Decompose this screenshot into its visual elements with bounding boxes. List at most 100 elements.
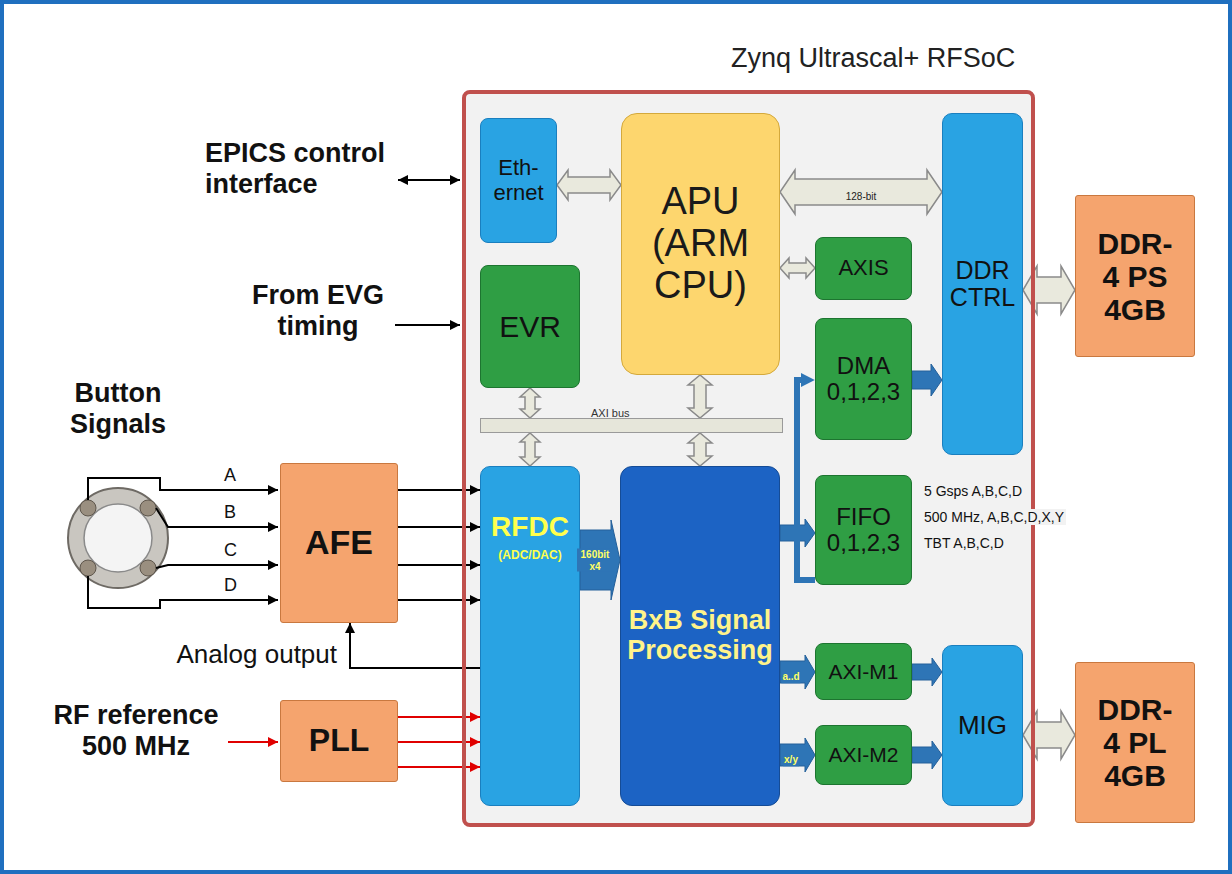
data-arrow — [912, 364, 942, 396]
bus-arrow — [780, 170, 942, 214]
connector-line — [350, 623, 480, 668]
node-title: AFE — [305, 524, 373, 561]
timing-note: From EVG timing — [243, 280, 393, 342]
block-arrow-shape — [912, 658, 942, 686]
block-arrow-shape — [520, 388, 540, 418]
block-arrow-shape — [780, 738, 815, 772]
node-title: AXI bus — [591, 407, 630, 419]
signal-wire — [156, 508, 278, 527]
stream-note: TBT A,B,C,D — [922, 535, 1006, 551]
block-arrow-shape — [557, 170, 621, 200]
converter-box: RFDC(ADC/DAC) — [480, 466, 580, 806]
edge-label: a..d — [781, 671, 800, 683]
node-title: DDR-4 PL 4GB — [1098, 693, 1173, 792]
edge-label: Analog output — [176, 640, 338, 670]
edge-label: 128-bit — [845, 191, 878, 203]
node-title: EVR — [499, 310, 561, 343]
node-title: MIG — [958, 711, 1007, 740]
signal-wire — [88, 478, 278, 500]
node-title: Eth- ernet — [493, 156, 543, 204]
bus-bar: AXI bus — [480, 418, 783, 433]
pickup-body — [68, 488, 168, 588]
data-arrow — [780, 655, 815, 689]
signal-arrow — [398, 565, 480, 566]
connector-line — [398, 741, 480, 743]
processing-box: BxB Signal Processing — [620, 466, 780, 806]
stream-note: 500 MHz, A,B,C,D,X,Y — [922, 509, 1066, 525]
connector-line — [398, 564, 480, 566]
bus-arrow — [520, 433, 540, 466]
reference-arrow — [228, 741, 278, 743]
data-arrow — [912, 658, 942, 686]
module-box: FIFO 0,1,2,3 — [815, 475, 912, 585]
signal-arrow — [398, 527, 480, 528]
signal-arrow — [350, 623, 480, 668]
signal-arrow — [398, 717, 480, 718]
module-box: AXI-M1 — [815, 643, 912, 700]
pickup-electrode — [80, 500, 96, 516]
stream-note: 5 Gsps A,B,C,D — [922, 483, 1024, 499]
signal-wire — [156, 565, 278, 568]
connector-line — [398, 489, 480, 491]
node-title: FIFO 0,1,2,3 — [827, 504, 900, 557]
block-arrow-shape — [1023, 711, 1075, 759]
block-arrow-shape — [688, 433, 712, 466]
connector-line — [398, 766, 480, 768]
connector-line — [398, 526, 480, 528]
timing-arrow — [395, 324, 460, 326]
bus-arrow — [1023, 266, 1075, 314]
block-arrow-shape — [912, 741, 942, 769]
bus-arrow — [1023, 711, 1075, 759]
signal-name: C — [224, 540, 237, 561]
data-arrow — [912, 741, 942, 769]
memory-box: DDR-4 PL 4GB — [1075, 662, 1195, 823]
signal-arrow — [398, 742, 480, 743]
module-box: AXI-M2 — [815, 725, 912, 785]
signal-arrow — [398, 767, 480, 768]
control-arrow — [398, 179, 460, 181]
signal-arrow — [398, 490, 480, 491]
part-name: Button Signals — [60, 378, 176, 440]
pickup-electrode — [140, 500, 156, 516]
signal-arrow — [398, 600, 480, 601]
data-arrow — [797, 380, 815, 580]
block-arrow-shape — [780, 655, 815, 689]
bus-arrow — [688, 433, 712, 466]
reference-note: RF reference 500 MHz — [48, 700, 224, 762]
connector-line — [797, 380, 815, 580]
signal-name: D — [224, 575, 237, 596]
node-title: DDR-4 PS 4GB — [1098, 227, 1173, 326]
processor-box: APU (ARM CPU) — [621, 113, 780, 375]
controller-box: MIG — [942, 645, 1023, 806]
node-title: DMA 0,1,2,3 — [827, 353, 900, 406]
node-title: BxB Signal Processing — [627, 606, 773, 665]
bus-arrow — [557, 170, 621, 200]
edge-label: x/y — [783, 754, 799, 766]
block-arrow-shape — [780, 170, 942, 214]
bus-arrow — [520, 388, 540, 418]
edge-label: 160bit x4 — [577, 549, 613, 572]
interface-note: EPICS control interface — [205, 138, 399, 200]
node-title: Zynq Ultrascal+ RFSoC — [731, 44, 1015, 74]
pickup-bore — [84, 504, 152, 572]
pickup-illustration — [68, 478, 278, 608]
node-title: AXI-M1 — [828, 660, 898, 683]
pickup-electrode — [80, 560, 96, 576]
node-title: RFDC — [491, 512, 569, 543]
data-arrow — [780, 738, 815, 772]
node-title: PLL — [309, 723, 369, 758]
controller-box: DDR CTRL — [942, 113, 1023, 455]
node-title: AXI-M2 — [828, 743, 898, 766]
node-title: AXIS — [838, 256, 888, 280]
board-box: PLL — [280, 700, 398, 782]
connector-line — [398, 716, 480, 718]
block-arrow-shape — [1023, 266, 1075, 314]
interface-box: Eth- ernet — [480, 118, 557, 243]
connector-line — [398, 599, 480, 601]
module-box: AXIS — [815, 237, 912, 300]
board-box: AFE — [280, 463, 398, 623]
signal-wire — [88, 576, 278, 608]
